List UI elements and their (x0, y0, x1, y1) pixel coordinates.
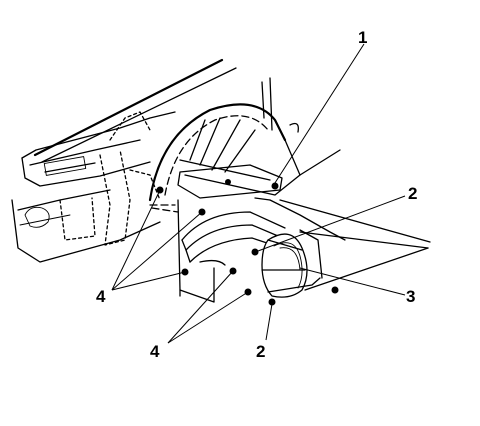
hidden-bracket (59, 197, 96, 241)
callout-2-upper: 2 (408, 184, 417, 203)
wheelhouse-rib (211, 119, 241, 171)
headlamp-line (44, 162, 96, 173)
hidden-lower (129, 169, 161, 201)
hood-edge-line-inner (41, 67, 237, 163)
leader-1 (272, 43, 365, 187)
splash-shield (251, 229, 339, 298)
fastener-shield-right (331, 286, 339, 294)
liner-shell-front-edge (181, 239, 191, 263)
wheelhouse-base-lower (184, 174, 301, 196)
wheelhouse-rib (199, 117, 221, 166)
headlamp-lens (43, 156, 87, 176)
leader-4-upper-c (111, 271, 186, 291)
liner-shell-lip (199, 259, 226, 266)
callouts: 1 2 3 4 4 2 (96, 28, 417, 361)
splash-shield-inner (273, 242, 303, 289)
fog-lamp (24, 206, 50, 228)
upper-liner-outline (177, 164, 283, 199)
guide-line (299, 231, 429, 249)
fender-rear-edge-2 (261, 81, 265, 119)
headlamp-mid (29, 139, 141, 166)
perspective-guides (179, 199, 431, 297)
bumper-outline (11, 199, 161, 263)
fascia-top (21, 111, 176, 159)
hidden-upper (109, 111, 151, 141)
upper-fender-liner (156, 164, 283, 199)
wheelhouse-base (179, 159, 271, 181)
liner-shell-lower (189, 237, 271, 263)
leader-4-lower-a (167, 270, 234, 344)
callout-3: 3 (406, 287, 415, 306)
callout-4-upper: 4 (96, 287, 106, 306)
guide-line (279, 199, 431, 243)
callout-4-lower: 4 (150, 342, 160, 361)
hood-edge-line (33, 58, 224, 157)
vehicle-body (11, 58, 341, 263)
leader-4-lower-b (167, 291, 249, 344)
fender-rear-edge (269, 77, 273, 131)
leader-3 (299, 267, 406, 296)
callout-1: 1 (358, 28, 367, 47)
wheelhouse-rib (224, 129, 256, 173)
fender-arch-inner-dashed (164, 115, 269, 196)
liner-top-edge-2 (254, 197, 271, 201)
hidden-frame (99, 149, 131, 246)
liner-vertical-panel (177, 199, 215, 303)
leader-4-upper-b (111, 211, 203, 291)
leader-2-lower (265, 303, 273, 341)
headlamp-lower (21, 157, 151, 187)
liner-shell-top (181, 211, 286, 241)
explode-line (151, 207, 179, 213)
callout-2-lower: 2 (256, 342, 265, 361)
fender-wheel-arch (148, 103, 287, 202)
fastener-shield-upper (251, 248, 259, 256)
wheelhouse-rib (189, 119, 206, 161)
inner-fender-liner (149, 197, 346, 306)
leader-2-upper (257, 195, 406, 252)
liner-top-edge (269, 199, 346, 241)
fastener-panel-lowest (268, 298, 276, 306)
fastener-upper-mid (225, 179, 231, 185)
splash-shield-rib (279, 247, 301, 271)
guide-line (304, 247, 429, 291)
fender-clip (289, 122, 299, 133)
liner-shell-mid (185, 224, 279, 251)
splash-shield-bottom (267, 277, 321, 293)
splash-shield-top-edge (267, 239, 303, 251)
bumper-crease (17, 189, 111, 211)
leader-lines (111, 43, 406, 344)
fender-lower-edge (284, 139, 341, 176)
leader-4-upper-a (111, 189, 161, 291)
splash-shield-outer (261, 233, 308, 298)
fastener-upper-right (271, 182, 279, 190)
